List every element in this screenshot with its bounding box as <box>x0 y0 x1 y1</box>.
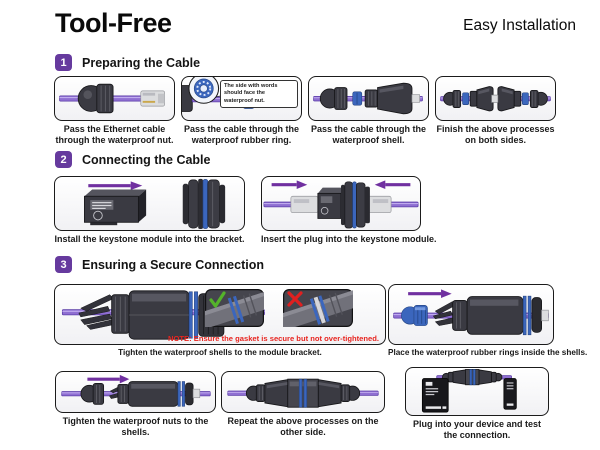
panel-rings-inside-shells <box>388 284 554 345</box>
panel-repeat-other-side <box>221 371 385 413</box>
panel-caption: Tighten the waterproof shells to the mod… <box>118 348 322 357</box>
waterproof-shell-illustration <box>313 82 423 115</box>
correct-tighten-inset <box>205 289 264 327</box>
figure-test-connection: Plug into your device and test the conne… <box>405 367 549 441</box>
figure-pass-nut: Pass the Ethernet cable through the wate… <box>54 76 175 146</box>
device-test-illustration <box>421 369 517 413</box>
tighten-nuts-illustration <box>61 374 211 407</box>
cross-icon <box>287 291 303 307</box>
step-3-title: Ensuring a Secure Connection <box>82 257 264 272</box>
step-1-header: 1 Preparing the Cable <box>55 54 200 71</box>
panel-caption: Plug into your device and test the conne… <box>412 419 542 440</box>
panel-install-keystone <box>54 176 245 231</box>
arrow-right-icon <box>88 181 143 191</box>
step-3-header: 3 Ensuring a Secure Connection <box>55 256 264 273</box>
panel-insert-plug <box>261 176 421 231</box>
panel-rubber-ring: The side with words should face the wate… <box>181 76 302 121</box>
panel-caption: Tighten the waterproof nuts to the shell… <box>62 416 209 437</box>
panel-caption: Repeat the above processes on the other … <box>227 416 379 437</box>
figure-pass-shell: Pass the cable through the waterproof sh… <box>308 76 429 146</box>
rings-inside-shells-illustration <box>393 289 549 336</box>
panel-caption: Pass the cable through the waterproof sh… <box>310 124 427 145</box>
figure-repeat-other-side: Repeat the above processes on the other … <box>221 371 385 438</box>
tester-device-left <box>421 378 449 413</box>
step-1-title: Preparing the Cable <box>82 55 201 70</box>
assembled-connector-illustration <box>227 378 379 408</box>
panel-tighten-shells: NOTE: Ensure the gasket is secure but no… <box>54 284 386 345</box>
step-2-title: Connecting the Cable <box>82 152 211 167</box>
step-2-header: 2 Connecting the Cable <box>55 151 210 168</box>
panel-caption: Install the keystone module into the bra… <box>54 234 245 244</box>
panel-pass-shell <box>308 76 429 121</box>
step-3-badge: 3 <box>55 256 72 273</box>
keystone-bracket-illustration <box>84 178 226 230</box>
tester-device-right <box>503 378 517 410</box>
panel-caption: Finish the above processes on both sides… <box>436 124 555 145</box>
figure-both-sides: Finish the above processes on both sides… <box>435 76 556 146</box>
panel-caption: Place the waterproof rubber rings inside… <box>388 348 588 357</box>
page-title: Tool-Free <box>55 8 172 38</box>
page-subtitle: Easy Installation <box>463 17 576 34</box>
panel-both-sides <box>435 76 556 121</box>
figure-tighten-nuts: Tighten the waterproof nuts to the shell… <box>55 371 216 438</box>
arrow-right-icon <box>408 289 452 299</box>
figure-rubber-ring: The side with words should face the wate… <box>181 76 302 146</box>
panel-tighten-nuts <box>55 371 216 413</box>
check-icon <box>209 291 226 308</box>
panel-caption: Insert the plug into the keystone module… <box>261 234 437 244</box>
figure-insert-plug: Insert the plug into the keystone module… <box>261 176 437 245</box>
arrow-right-icon <box>271 180 308 190</box>
step-1-badge: 1 <box>55 54 72 71</box>
step-2-badge: 2 <box>55 151 72 168</box>
panel-pass-nut <box>54 76 175 121</box>
wrong-tighten-inset <box>283 289 353 327</box>
figure-tighten-shells: NOTE: Ensure the gasket is secure but no… <box>54 284 386 358</box>
plug-keystone-illustration <box>263 180 419 229</box>
panel-caption: Pass the cable through the waterproof ru… <box>183 124 300 145</box>
panel-test-connection <box>405 367 549 416</box>
arrow-right-icon <box>87 374 130 384</box>
panel-caption: Pass the Ethernet cable through the wate… <box>55 124 174 145</box>
waterproof-nut-illustration <box>59 83 166 114</box>
figure-install-keystone: Install the keystone module into the bra… <box>54 176 245 245</box>
arrow-left-icon <box>374 180 411 190</box>
ring-callout-note: The side with words should face the wate… <box>220 80 298 108</box>
gasket-note: NOTE: Ensure the gasket is secure but no… <box>168 334 379 343</box>
figure-rings-inside-shells: Place the waterproof rubber rings inside… <box>388 284 588 358</box>
both-sides-illustration <box>440 86 551 112</box>
